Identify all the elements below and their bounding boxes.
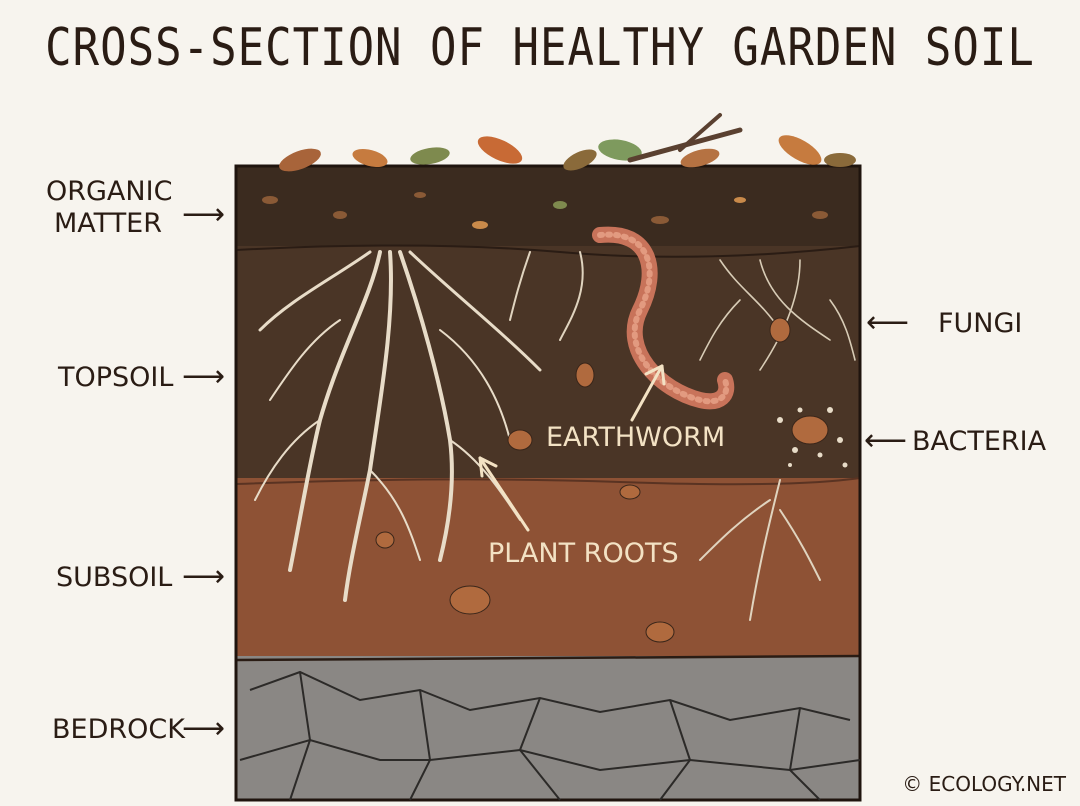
arrow-left-icon: ⟵: [864, 423, 908, 458]
label-bacteria: BACTERIA: [912, 426, 1047, 457]
label-organic-matter: ORGANIC MATTER: [46, 176, 173, 239]
label-subsoil: SUBSOIL: [56, 562, 173, 593]
label-bedrock: BEDROCK: [52, 714, 185, 745]
plant-roots: [254, 250, 542, 602]
arrow-up-icon: [478, 456, 530, 532]
bedrock-layer: [236, 656, 860, 800]
arrow-right-icon: ⟶: [182, 359, 226, 394]
label-topsoil: TOPSOIL: [58, 362, 174, 393]
organic-layer: [236, 166, 860, 250]
arrow-up-icon: [630, 364, 666, 422]
subsoil-boundary: [235, 477, 861, 486]
bedrock-boundary: [235, 654, 861, 662]
small-roots: [509, 251, 821, 621]
subsoil-layer: [236, 478, 860, 660]
label-earthworm: EARTHWORM: [546, 422, 726, 453]
arrow-right-icon: ⟶: [182, 711, 226, 746]
arrow-left-icon: ⟵: [866, 305, 910, 340]
bacteria-dots: [777, 407, 848, 468]
pebbles: [375, 317, 829, 643]
topsoil-boundary: [235, 244, 861, 258]
diagram-frame: [234, 164, 862, 802]
label-plant-roots: PLANT ROOTS: [488, 538, 679, 569]
copyright-text: © ECOLOGY.NET: [902, 772, 1066, 796]
arrow-right-icon: ⟶: [182, 559, 226, 594]
arrow-right-icon: ⟶: [182, 197, 226, 232]
page-title: CROSS-SECTION OF HEALTHY GARDEN SOIL: [45, 18, 1035, 79]
organic-specks: [262, 192, 828, 229]
leaf-litter: [279, 113, 856, 172]
label-fungi: FUNGI: [938, 308, 1023, 339]
bedrock-cracks: [239, 670, 861, 801]
